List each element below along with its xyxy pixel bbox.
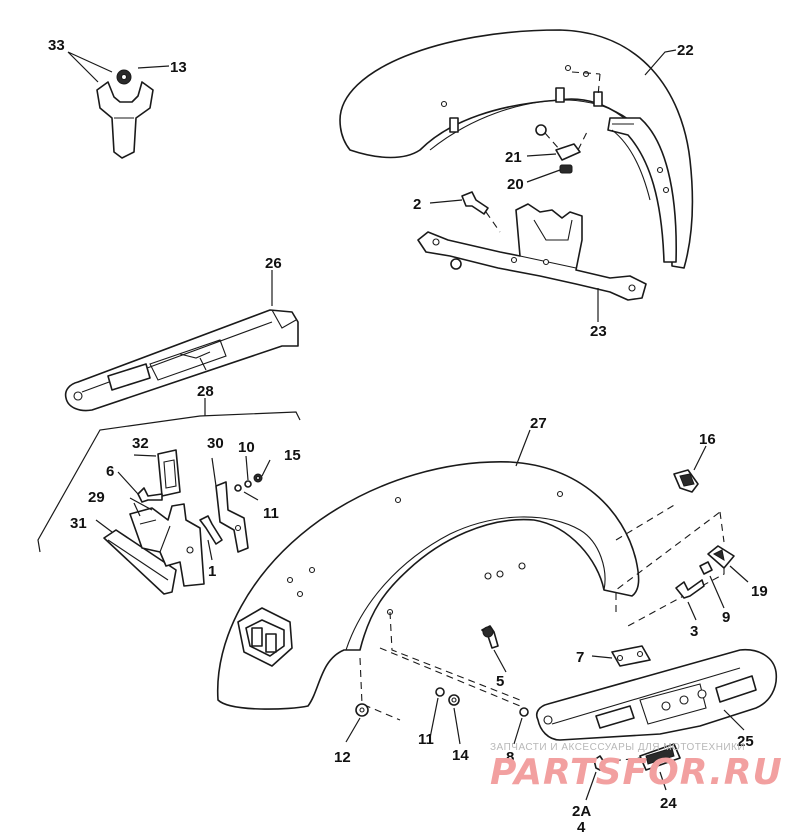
washer-11b: [435, 687, 445, 697]
bolt-1: [199, 515, 223, 545]
wrench-tool: [96, 81, 154, 159]
callout-19: 19: [751, 583, 768, 600]
bracket-23: [417, 203, 647, 301]
callout-21: 21: [505, 149, 522, 166]
nut-13: [116, 69, 132, 85]
callout-2: 2: [413, 196, 421, 213]
license-bracket-32: [157, 449, 181, 497]
washer-11: [234, 484, 242, 492]
callout-22: 22: [677, 42, 694, 59]
bracket-30: [215, 481, 249, 553]
callout-14: 14: [452, 747, 469, 764]
callout-4: 4: [577, 819, 586, 836]
callout-3: 3: [690, 623, 698, 640]
watermark-tagline: ЗАПЧАСТИ И АКСЕССУАРЫ ДЛЯ МОТОТЕХНИКИ: [490, 742, 746, 753]
callout-8: 8: [506, 749, 514, 766]
screw-2a: [593, 755, 641, 771]
front-fender: [339, 29, 694, 269]
callout-10: 10: [238, 439, 255, 456]
fender-strut-25: [535, 648, 778, 741]
bolt-3: [675, 579, 705, 599]
callout-11a: 11: [263, 505, 279, 522]
callout-31: 31: [70, 515, 87, 532]
washer-10: [244, 480, 252, 488]
bolt-6: [137, 487, 163, 503]
callout-20: 20: [507, 176, 524, 193]
callout-7: 7: [576, 649, 584, 666]
nut-14: [448, 694, 460, 706]
callout-25: 25: [737, 733, 754, 750]
bracket-29: [129, 503, 205, 587]
callout-29: 29: [88, 489, 105, 506]
bolt-2: [461, 191, 501, 233]
callout-13: 13: [170, 59, 187, 76]
nut-15: [253, 473, 263, 483]
fender-strut-26: [64, 309, 299, 412]
callout-11b: 11: [418, 731, 434, 748]
plate-31: [103, 529, 177, 595]
callout-24: 24: [660, 795, 677, 812]
clip-19: [707, 545, 735, 569]
callout-28: 28: [197, 383, 214, 400]
washer-9: [699, 561, 713, 575]
bolt-21: [535, 124, 589, 161]
clip-16: [673, 469, 699, 493]
callout-27: 27: [530, 415, 547, 432]
washer-8: [519, 707, 529, 717]
callout-2a: 2A: [572, 803, 591, 820]
callout-12: 12: [334, 749, 351, 766]
nut-12: [355, 703, 369, 717]
callout-32: 32: [132, 435, 149, 452]
bolt-5: [481, 625, 499, 649]
callout-23: 23: [590, 323, 607, 340]
callout-5: 5: [496, 673, 504, 690]
callout-15: 15: [284, 447, 301, 464]
nut-20: [559, 164, 573, 174]
callout-9: 9: [722, 609, 730, 626]
plate-7: [611, 645, 651, 667]
callout-33: 33: [48, 37, 65, 54]
callout-6: 6: [106, 463, 114, 480]
license-light-24: [639, 743, 681, 771]
callout-1: 1: [208, 563, 216, 580]
rear-fender: [216, 461, 640, 710]
callout-16: 16: [699, 431, 716, 448]
watermark-brand: PARTSFOR.RU: [490, 752, 783, 793]
callout-26: 26: [265, 255, 282, 272]
callout-30: 30: [207, 435, 224, 452]
